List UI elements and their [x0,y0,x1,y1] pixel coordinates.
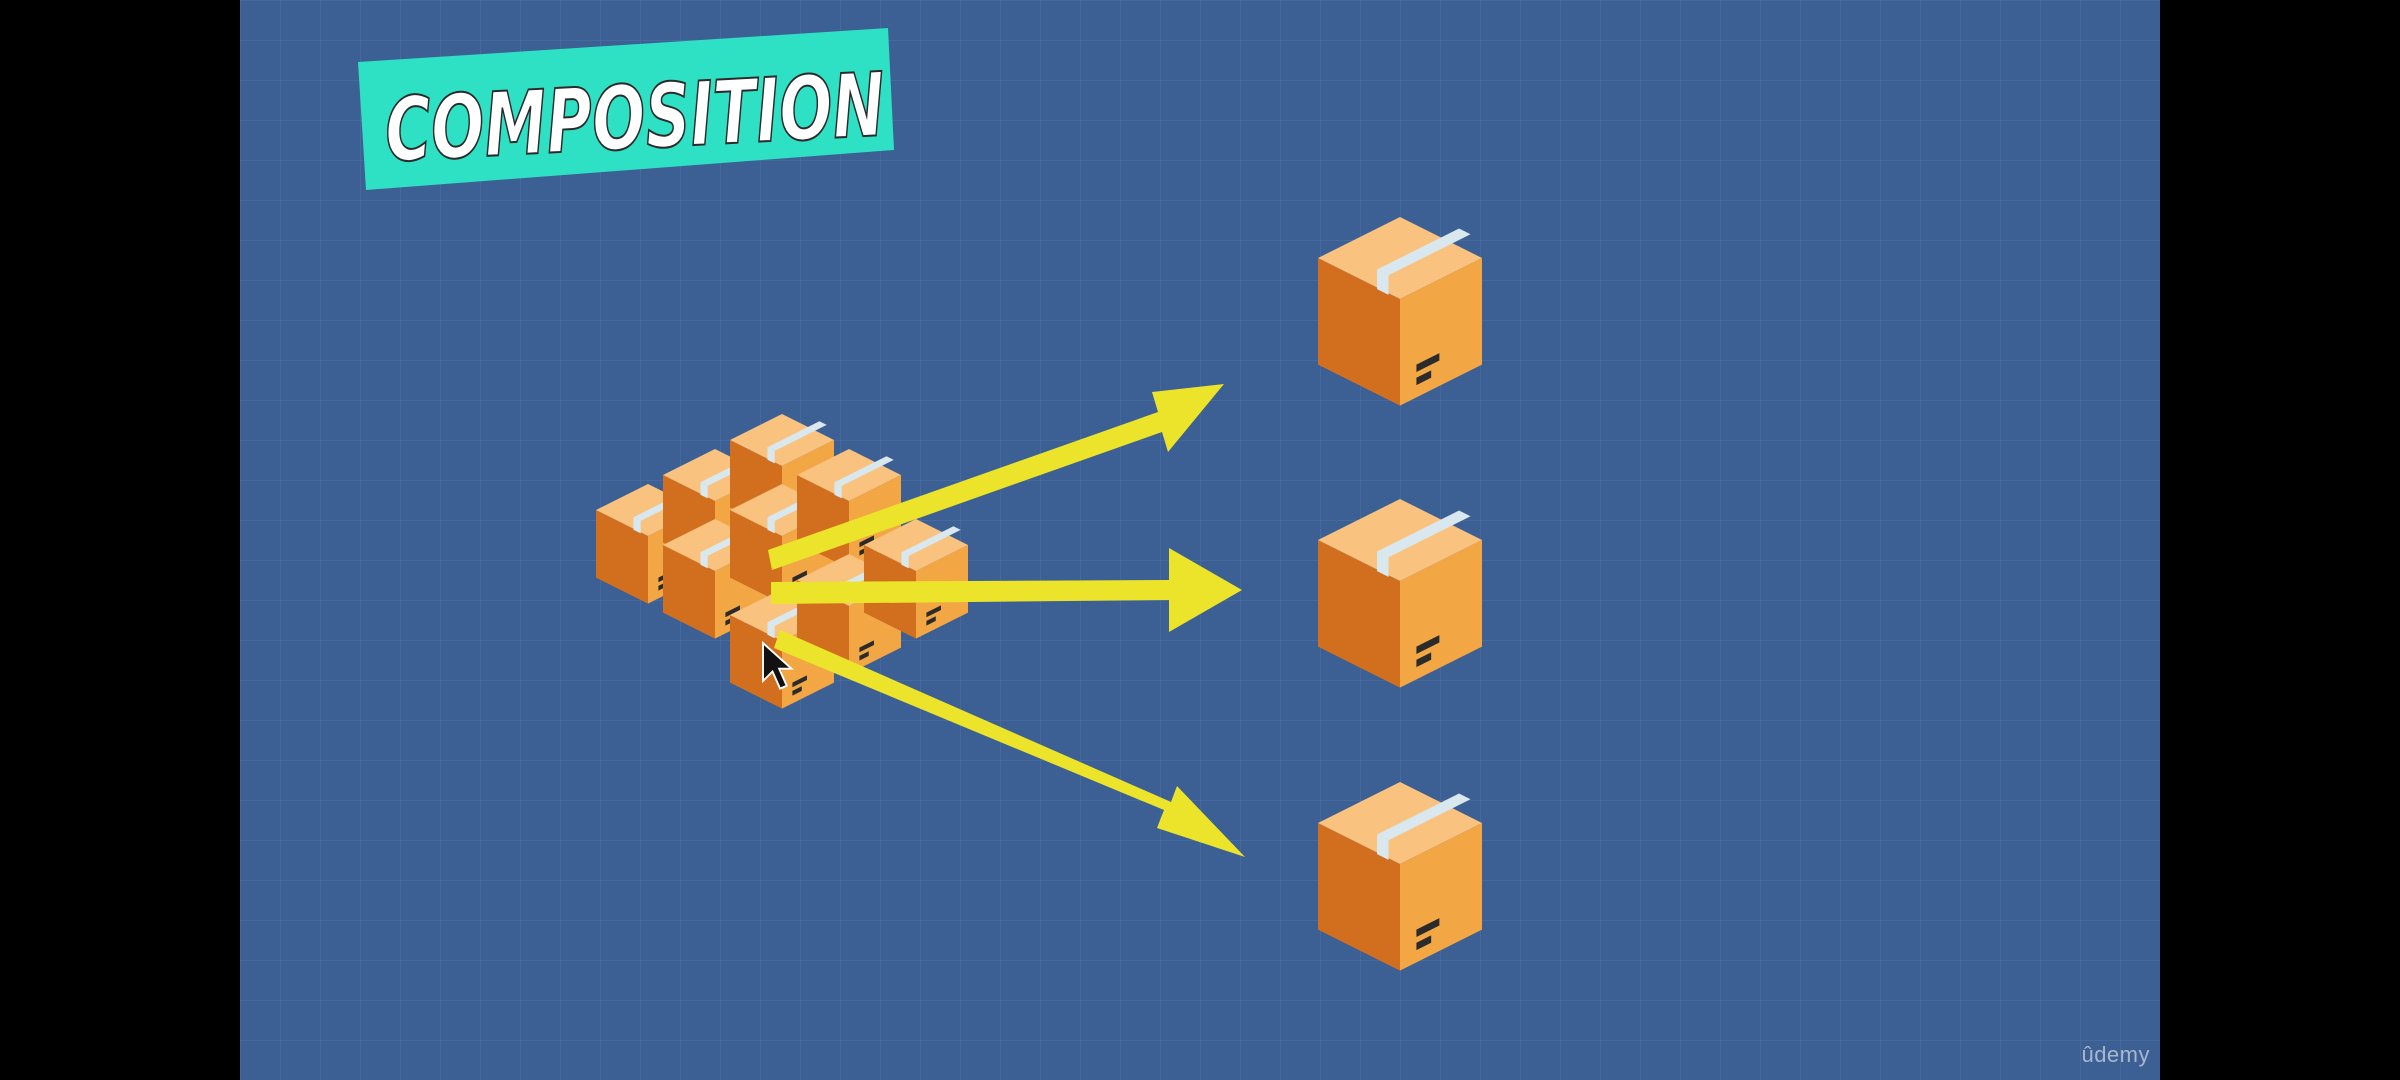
arrow-to-bottom-box [774,630,1245,857]
blueprint-grid [240,0,2160,1080]
arrow-to-top-box [768,384,1224,570]
udemy-watermark: ûdemy [2081,1042,2150,1067]
arrow-to-middle-box [771,548,1242,632]
video-frame: COMPOSITION [240,0,2160,1080]
slide-canvas: COMPOSITION [240,0,2160,1080]
arrow-right-icon [768,384,1245,857]
mouse-cursor-icon [762,640,794,690]
